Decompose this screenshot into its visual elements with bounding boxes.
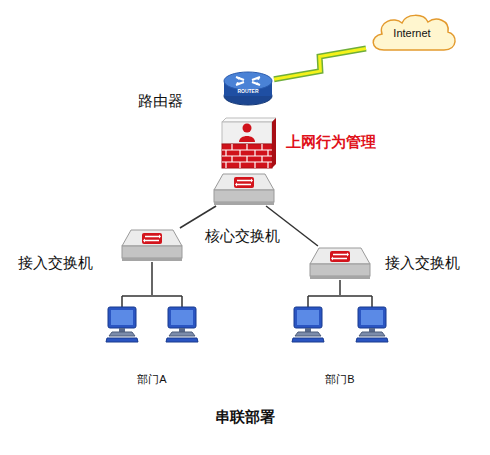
department-label: 部门A — [104, 373, 200, 386]
pc-icon — [166, 307, 198, 342]
branch-wires — [122, 296, 182, 307]
pc-icon — [356, 307, 388, 342]
node-icon — [104, 295, 200, 345]
switch-logo — [330, 251, 350, 262]
internet-cloud: Internet — [366, 10, 458, 56]
switch-front — [310, 264, 370, 276]
switch-label: 接入交换机 — [385, 254, 465, 272]
connector-line — [180, 206, 216, 228]
router-arrows — [236, 77, 260, 85]
connector-line — [151, 262, 153, 295]
node-icon — [213, 172, 275, 206]
caption-text: 串联部署 — [0, 408, 490, 427]
wireless-link-bolt — [274, 48, 366, 79]
switch-shadow — [214, 202, 274, 205]
firewall-label: 上网行为管理 — [286, 133, 396, 151]
node-icon — [121, 228, 183, 262]
behavior-management-node: 上网行为管理 — [220, 118, 276, 168]
core-switch-node: 核心交换机 — [213, 172, 275, 206]
person-head — [243, 124, 252, 133]
access-switch-node: 接入交换机 — [121, 228, 183, 262]
connector-line — [339, 280, 341, 295]
firewall-top — [222, 118, 276, 122]
cloud-label: Internet — [366, 27, 458, 40]
switch-label: 核心交换机 — [205, 227, 285, 245]
node-icon — [290, 295, 390, 345]
pc-icon — [292, 307, 324, 342]
person-body — [239, 136, 255, 142]
pc-icon — [106, 307, 138, 342]
switch-arrowheads — [235, 179, 253, 187]
department-group: 部门A — [104, 295, 200, 345]
firewall-side — [272, 118, 276, 168]
switch-logo — [142, 233, 162, 244]
router-arrowheads — [236, 77, 260, 85]
switch-arrows — [145, 237, 159, 241]
brick-wall — [222, 144, 272, 168]
department-group: 部门B — [290, 295, 390, 345]
node-icon — [309, 246, 371, 280]
switch-arrows — [333, 255, 347, 259]
lightning-outline — [274, 48, 366, 79]
switch-top — [122, 230, 182, 246]
switch-label: 接入交换机 — [18, 254, 98, 272]
node-icon — [220, 118, 276, 168]
branch-wires — [308, 296, 372, 307]
switch-arrowheads — [143, 235, 161, 243]
switch-top — [214, 174, 274, 190]
switch-arrows — [237, 181, 251, 185]
department-label: 部门B — [290, 373, 390, 386]
switch-arrowheads — [331, 253, 349, 261]
router-label: 路由器 — [138, 92, 208, 110]
switch-logo — [234, 177, 254, 188]
switch-shadow — [122, 258, 182, 261]
switch-shadow — [310, 276, 370, 279]
switch-front — [214, 190, 274, 202]
router-icon-text: ROUTER — [224, 88, 272, 94]
switch-front — [122, 246, 182, 258]
switch-top — [310, 248, 370, 264]
access-switch-node: 接入交换机 — [309, 246, 371, 280]
brick-mortar — [222, 144, 272, 168]
router-node: 路由器ROUTER — [222, 68, 274, 108]
firewall-panel — [222, 122, 272, 144]
router-top — [224, 72, 272, 90]
